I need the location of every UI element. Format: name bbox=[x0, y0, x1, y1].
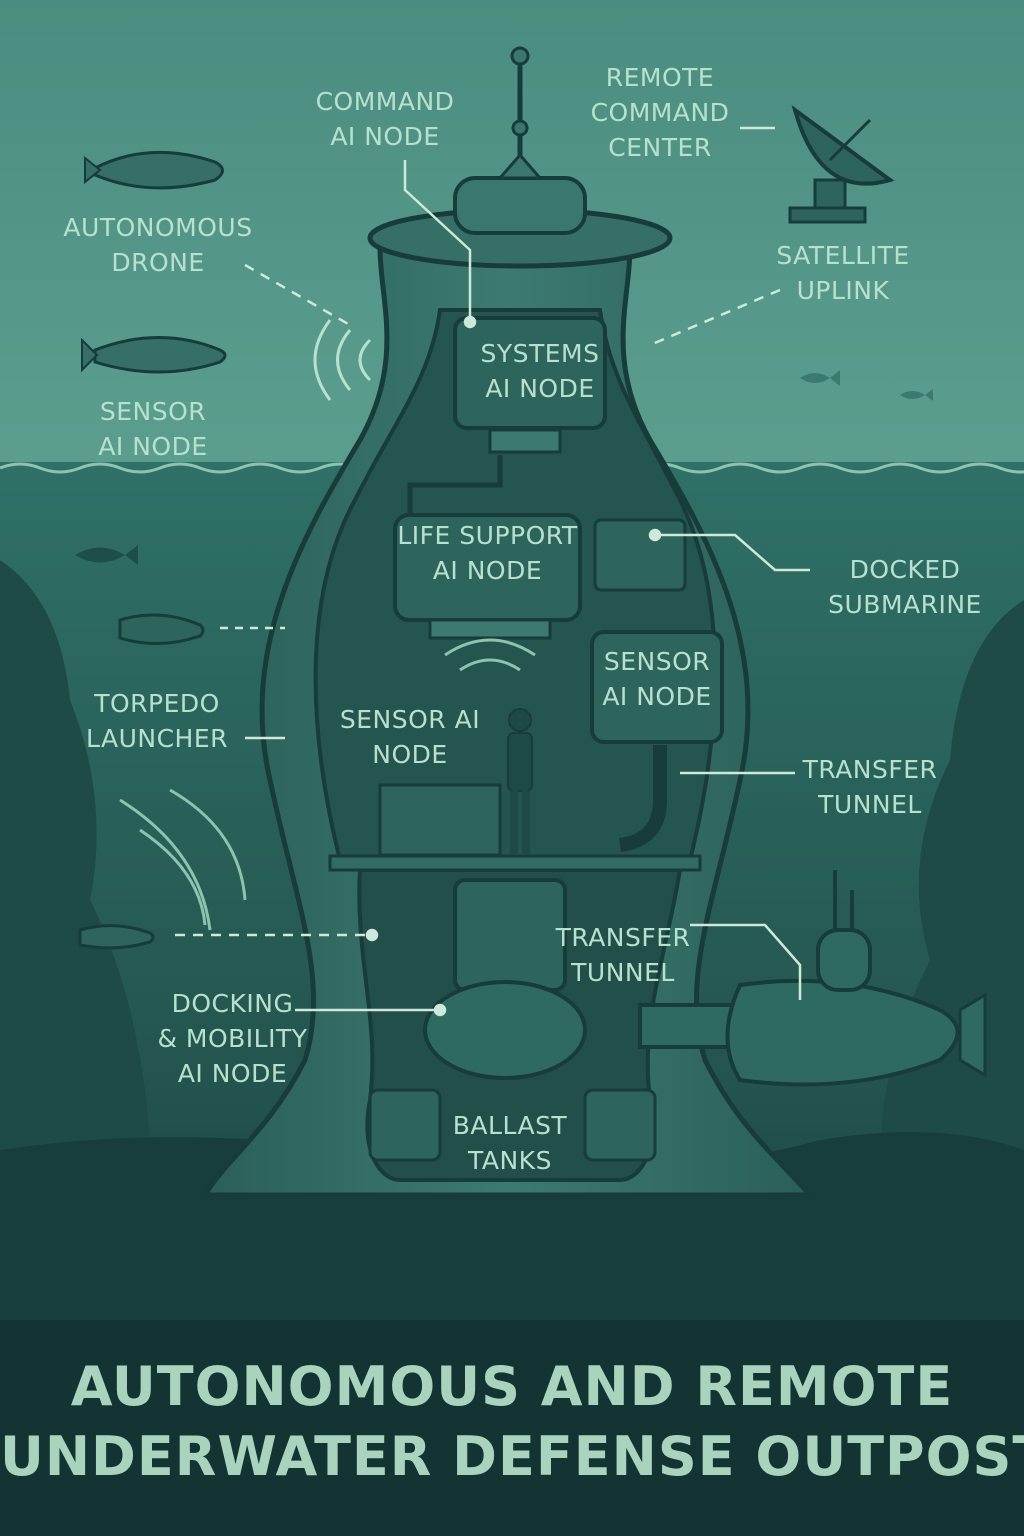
label-life-support-ai-node: LIFE SUPPORT AI NODE bbox=[397, 521, 578, 585]
sensor-node-box bbox=[590, 630, 724, 744]
pipe-upper bbox=[407, 455, 503, 515]
poster-title-line-2: UNDERWATER DEFENSE OUTPOST bbox=[0, 1425, 1024, 1488]
top-dome bbox=[453, 176, 587, 235]
desk bbox=[378, 783, 502, 857]
signal-wave-icon bbox=[119, 788, 247, 931]
label-remote-command-center: REMOTE COMMAND CENTER bbox=[590, 63, 730, 162]
label-sensor-ai-node-left: SENSOR AI NODE bbox=[98, 397, 208, 461]
label-satellite-uplink: SATELLITE UPLINK bbox=[776, 241, 910, 305]
docking-node-sphere bbox=[423, 980, 587, 1080]
satellite-dish-icon bbox=[788, 104, 895, 224]
fish-icon bbox=[800, 370, 840, 386]
deck-floor-upper bbox=[328, 854, 702, 872]
control-panel-upper bbox=[593, 518, 687, 592]
antenna-icon bbox=[496, 46, 544, 180]
drone-icon bbox=[84, 150, 224, 190]
drone-icon bbox=[78, 924, 155, 950]
label-transfer-tunnel-lower: TRANSFER TUNNEL bbox=[555, 923, 691, 987]
label-transfer-tunnel-right: TRANSFER TUNNEL bbox=[802, 755, 938, 819]
pipe-tunnel bbox=[618, 745, 667, 852]
title-banner bbox=[0, 1320, 1024, 1536]
drone-icon bbox=[81, 336, 227, 374]
poster-title-line-1: AUTONOMOUS AND REMOTE bbox=[70, 1355, 954, 1418]
label-docked-submarine: DOCKED SUBMARINE bbox=[828, 555, 982, 619]
ballast-tank-left bbox=[368, 1088, 442, 1162]
label-sensor-ai-node-inner-right: SENSOR AI NODE bbox=[602, 647, 712, 711]
label-docking-mobility-ai-node: DOCKING & MOBILITY AI NODE bbox=[157, 989, 308, 1088]
label-torpedo-launcher: TORPEDO LAUNCHER bbox=[85, 689, 229, 753]
drone-icon bbox=[118, 613, 205, 645]
systems-node-base bbox=[488, 428, 562, 454]
systems-node-box bbox=[453, 316, 607, 430]
label-autonomous-drone: AUTONOMOUS DRONE bbox=[63, 213, 253, 277]
submarine-icon bbox=[725, 870, 987, 1087]
fish-icon bbox=[900, 389, 933, 401]
person-icon bbox=[507, 708, 533, 855]
rock-left bbox=[0, 560, 150, 1200]
label-sensor-ai-node-inner-left: SENSOR AI NODE bbox=[339, 705, 481, 769]
ballast-tank-right bbox=[583, 1088, 657, 1162]
signal-wave-icon bbox=[444, 638, 536, 672]
life-support-base bbox=[428, 618, 552, 640]
signal-wave-icon bbox=[313, 319, 372, 401]
fish-icon bbox=[75, 545, 138, 565]
label-command-ai-node: COMMAND AI NODE bbox=[315, 87, 455, 151]
label-systems-ai-node: SYSTEMS AI NODE bbox=[480, 339, 600, 403]
label-ballast-tanks: BALLAST TANKS bbox=[452, 1111, 568, 1175]
leader-lines bbox=[175, 126, 810, 1017]
